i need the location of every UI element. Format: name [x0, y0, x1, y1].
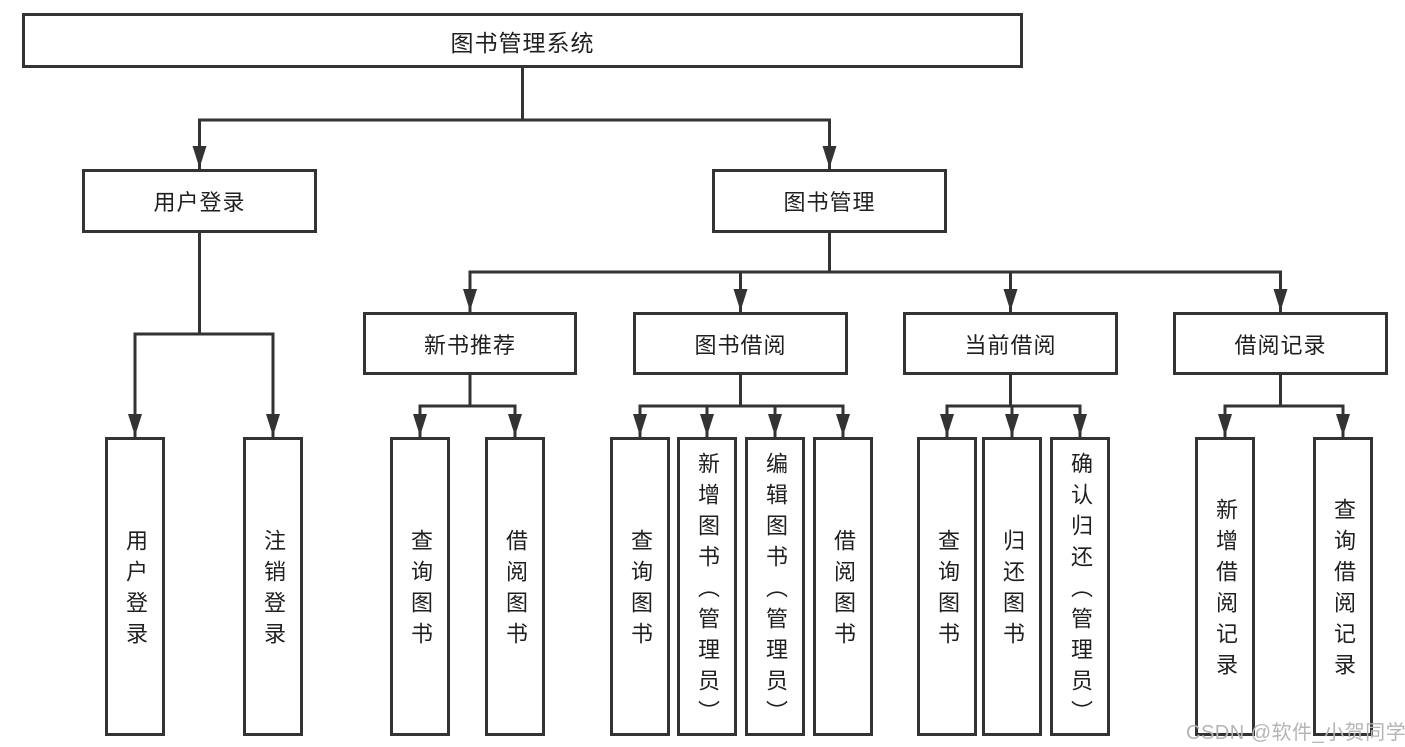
leaf-borrow-books-recommend: 借阅图书: [485, 437, 545, 736]
leaf-label: 确认归还（管理员）: [1068, 451, 1093, 731]
node-label: 图书管理: [783, 190, 876, 215]
leaf-query-books-current: 查询图书: [917, 437, 977, 736]
leaf-borrow-books-borrow: 借阅图书: [813, 437, 873, 736]
leaf-query-books-borrow: 查询图书: [610, 437, 670, 736]
leaf-label: 查询图书: [408, 529, 433, 653]
leaf-query-books-recommend: 查询图书: [390, 437, 450, 736]
leaf-label: 归还图书: [1000, 529, 1025, 653]
node-borrow-records: 借阅记录: [1173, 312, 1388, 375]
node-current-borrow: 当前借阅: [903, 312, 1118, 375]
leaf-query-borrow-record: 查询借阅记录: [1313, 437, 1373, 736]
node-book-management: 图书管理: [712, 169, 947, 233]
leaf-label: 借阅图书: [503, 529, 528, 653]
node-user-login: 用户登录: [82, 169, 317, 233]
leaf-edit-book-admin: 编辑图书（管理员）: [745, 437, 805, 736]
watermark: CSDN @软件_小贺同学: [1186, 722, 1405, 744]
leaf-label: 编辑图书（管理员）: [763, 451, 788, 731]
leaf-label: 借阅图书: [831, 529, 856, 653]
leaf-add-borrow-record: 新增借阅记录: [1195, 437, 1255, 736]
leaf-logout: 注销登录: [243, 437, 303, 736]
node-label: 用户登录: [153, 190, 246, 215]
node-label: 当前借阅: [964, 332, 1057, 358]
leaf-user-login: 用户登录: [105, 437, 165, 736]
leaf-return-books: 归还图书: [982, 437, 1042, 736]
node-new-book-recommend: 新书推荐: [363, 312, 577, 375]
leaf-label: 新增图书（管理员）: [695, 451, 720, 731]
leaf-label: 查询图书: [935, 529, 960, 653]
node-book-borrow: 图书借阅: [633, 312, 848, 375]
leaf-label: 新增借阅记录: [1213, 498, 1238, 684]
leaf-add-book-admin: 新增图书（管理员）: [677, 437, 737, 736]
connector-trunk-lines: [133, 66, 1345, 408]
leaf-label: 查询图书: [628, 529, 653, 653]
leaf-label: 注销登录: [261, 529, 286, 653]
node-label: 图书借阅: [694, 332, 787, 358]
node-label: 新书推荐: [423, 332, 516, 358]
leaf-confirm-return-admin: 确认归还（管理员）: [1050, 437, 1110, 736]
node-label: 借阅记录: [1234, 332, 1327, 358]
node-library-management-system: 图书管理系统: [22, 13, 1023, 68]
node-label: 图书管理系统: [450, 29, 595, 56]
leaf-label: 查询借阅记录: [1331, 498, 1356, 684]
leaf-label: 用户登录: [123, 529, 148, 653]
